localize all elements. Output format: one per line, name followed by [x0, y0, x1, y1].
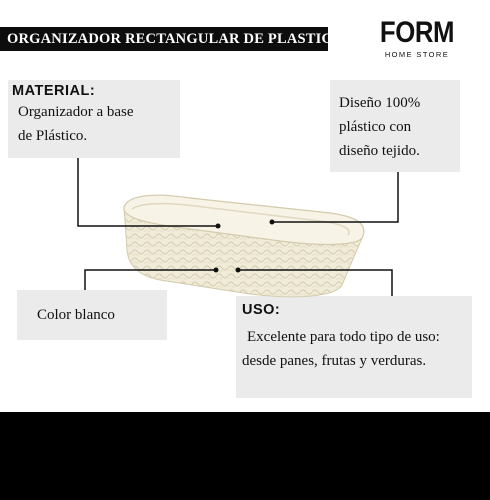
color-text: Color blanco	[37, 307, 115, 323]
bottom-bar	[0, 412, 490, 500]
uso-line-1: Excelente para todo tipo de uso:	[247, 329, 440, 345]
design-line-3: diseño tejido.	[339, 143, 420, 159]
brand-logo: FORM HOME STORE	[372, 16, 462, 60]
brand-name: FORM	[379, 16, 455, 49]
color-box: Color blanco	[17, 290, 167, 340]
brand-subtitle: HOME STORE	[384, 50, 450, 59]
page-title: ORGANIZADOR RECTANGULAR DE PLASTICO	[0, 27, 343, 51]
design-box: Diseño 100% plástico con diseño tejido.	[330, 80, 460, 172]
material-line-2: de Plástico.	[18, 128, 88, 144]
material-heading: MATERIAL:	[12, 83, 96, 99]
material-box: MATERIAL: Organizador a base de Plástico…	[8, 80, 180, 158]
pointer-dot-color	[213, 267, 219, 273]
uso-box: USO: Excelente para todo tipo de uso: de…	[236, 296, 472, 398]
design-line-2: plástico con	[339, 119, 412, 135]
uso-heading: USO:	[242, 302, 281, 318]
design-line-1: Diseño 100%	[339, 95, 421, 111]
pointer-dot-material	[215, 223, 221, 229]
pointer-dot-design	[269, 219, 275, 225]
uso-line-2: desde panes, frutas y verduras.	[242, 353, 427, 369]
wicker-basket-illustration	[123, 194, 365, 298]
pointer-dot-uso	[235, 267, 241, 273]
connector-lines	[77, 158, 399, 296]
material-line-1: Organizador a base	[18, 104, 134, 120]
